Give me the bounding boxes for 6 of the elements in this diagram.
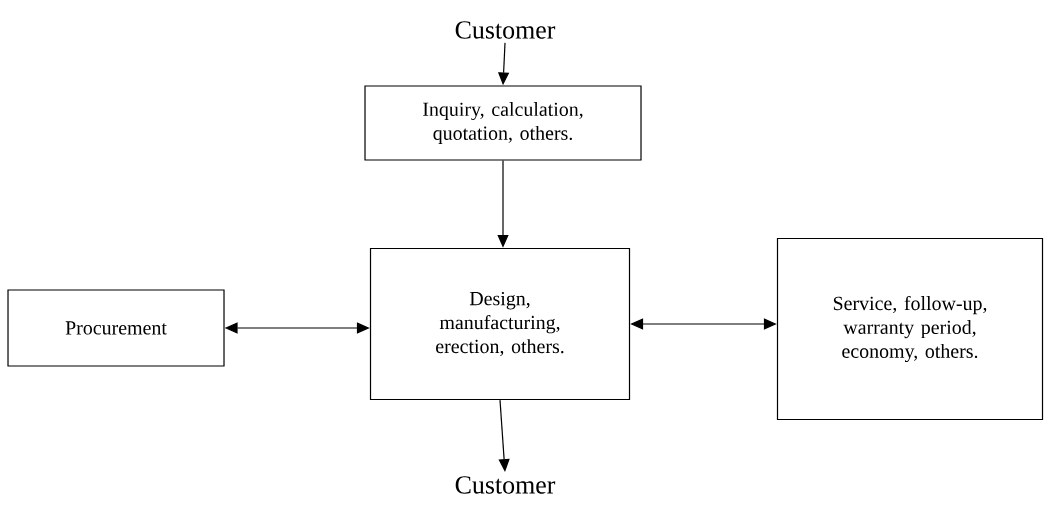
- process-box: Procurement: [7, 289, 225, 367]
- process-box: Design, manufacturing, erection, others.: [369, 247, 631, 401]
- process-box: Service, follow-up, warranty period, economy, others.: [776, 237, 1044, 421]
- customer-label: Customer: [455, 21, 556, 39]
- process-box: Inquiry, calculation, quotation, others.: [364, 85, 642, 161]
- customer-label: Customer: [455, 476, 556, 494]
